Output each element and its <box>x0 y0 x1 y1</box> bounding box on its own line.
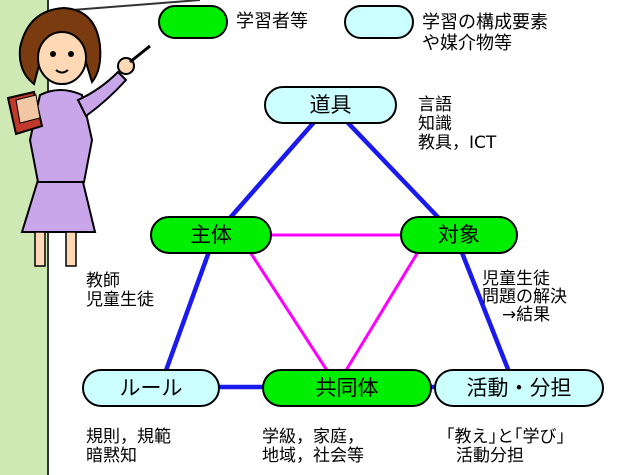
annotation-division-line-1: ｢教え｣と｢学び｣ <box>446 427 565 447</box>
annotation-subject-line-2: 児童生徒 <box>86 290 154 310</box>
annotation-object: 児童生徒 問題の解決 →結果 <box>482 270 567 324</box>
annotation-tool-line-1: 言語 <box>418 95 452 115</box>
annotation-division-line-2: 活動分担 <box>456 446 524 466</box>
annotation-tool-line-3: 教具，ICT <box>418 133 497 153</box>
annotation-community-line-1: 学級，家庭， <box>262 427 364 447</box>
annotation-tool: 言語 知識 教具，ICT <box>418 96 496 153</box>
node-object: 対象 <box>400 216 518 254</box>
legend-component-swatch <box>344 5 414 39</box>
annotation-tool-line-2: 知識 <box>418 114 452 134</box>
teacher-illustration <box>6 6 151 267</box>
line-tool-object <box>328 102 457 237</box>
node-subject: 主体 <box>150 216 272 254</box>
annotation-subject: 教師 児童生徒 <box>86 272 154 310</box>
annotation-object-line-1: 児童生徒 <box>482 269 550 289</box>
legend-component-line-2: や媒介物等 <box>422 33 512 54</box>
legend-component-line-1: 学習の構成要素 <box>422 12 548 33</box>
annotation-division: ｢教え｣と｢学び｣ 活動分担 <box>446 428 565 466</box>
annotation-subject-line-1: 教師 <box>86 271 120 291</box>
annotation-rule-line-2: 暗黙知 <box>86 446 137 466</box>
legend-learner-swatch <box>158 5 228 39</box>
line-object-division <box>452 234 518 388</box>
legend-learner-label: 学習者等 <box>236 11 308 32</box>
line-object-community <box>343 251 420 373</box>
line-subject-community <box>248 251 330 373</box>
annotation-object-line-2: 問題の解決 <box>482 287 567 307</box>
line-tool-subject <box>213 102 332 237</box>
annotation-rule: 規則，規範 暗黙知 <box>86 428 171 466</box>
annotation-rule-line-1: 規則，規範 <box>86 427 171 447</box>
node-division: 活動・分担 <box>434 369 604 407</box>
node-tool: 道具 <box>264 86 397 124</box>
node-rule: ルール <box>82 369 220 407</box>
annotation-community: 学級，家庭， 地域，社会等 <box>262 428 364 466</box>
line-subject-rule <box>157 234 218 388</box>
annotation-object-line-3: →結果 <box>502 305 551 325</box>
legend-component-label: 学習の構成要素 や媒介物等 <box>422 12 548 54</box>
node-community: 共同体 <box>262 369 432 407</box>
annotation-community-line-2: 地域，社会等 <box>262 446 364 466</box>
